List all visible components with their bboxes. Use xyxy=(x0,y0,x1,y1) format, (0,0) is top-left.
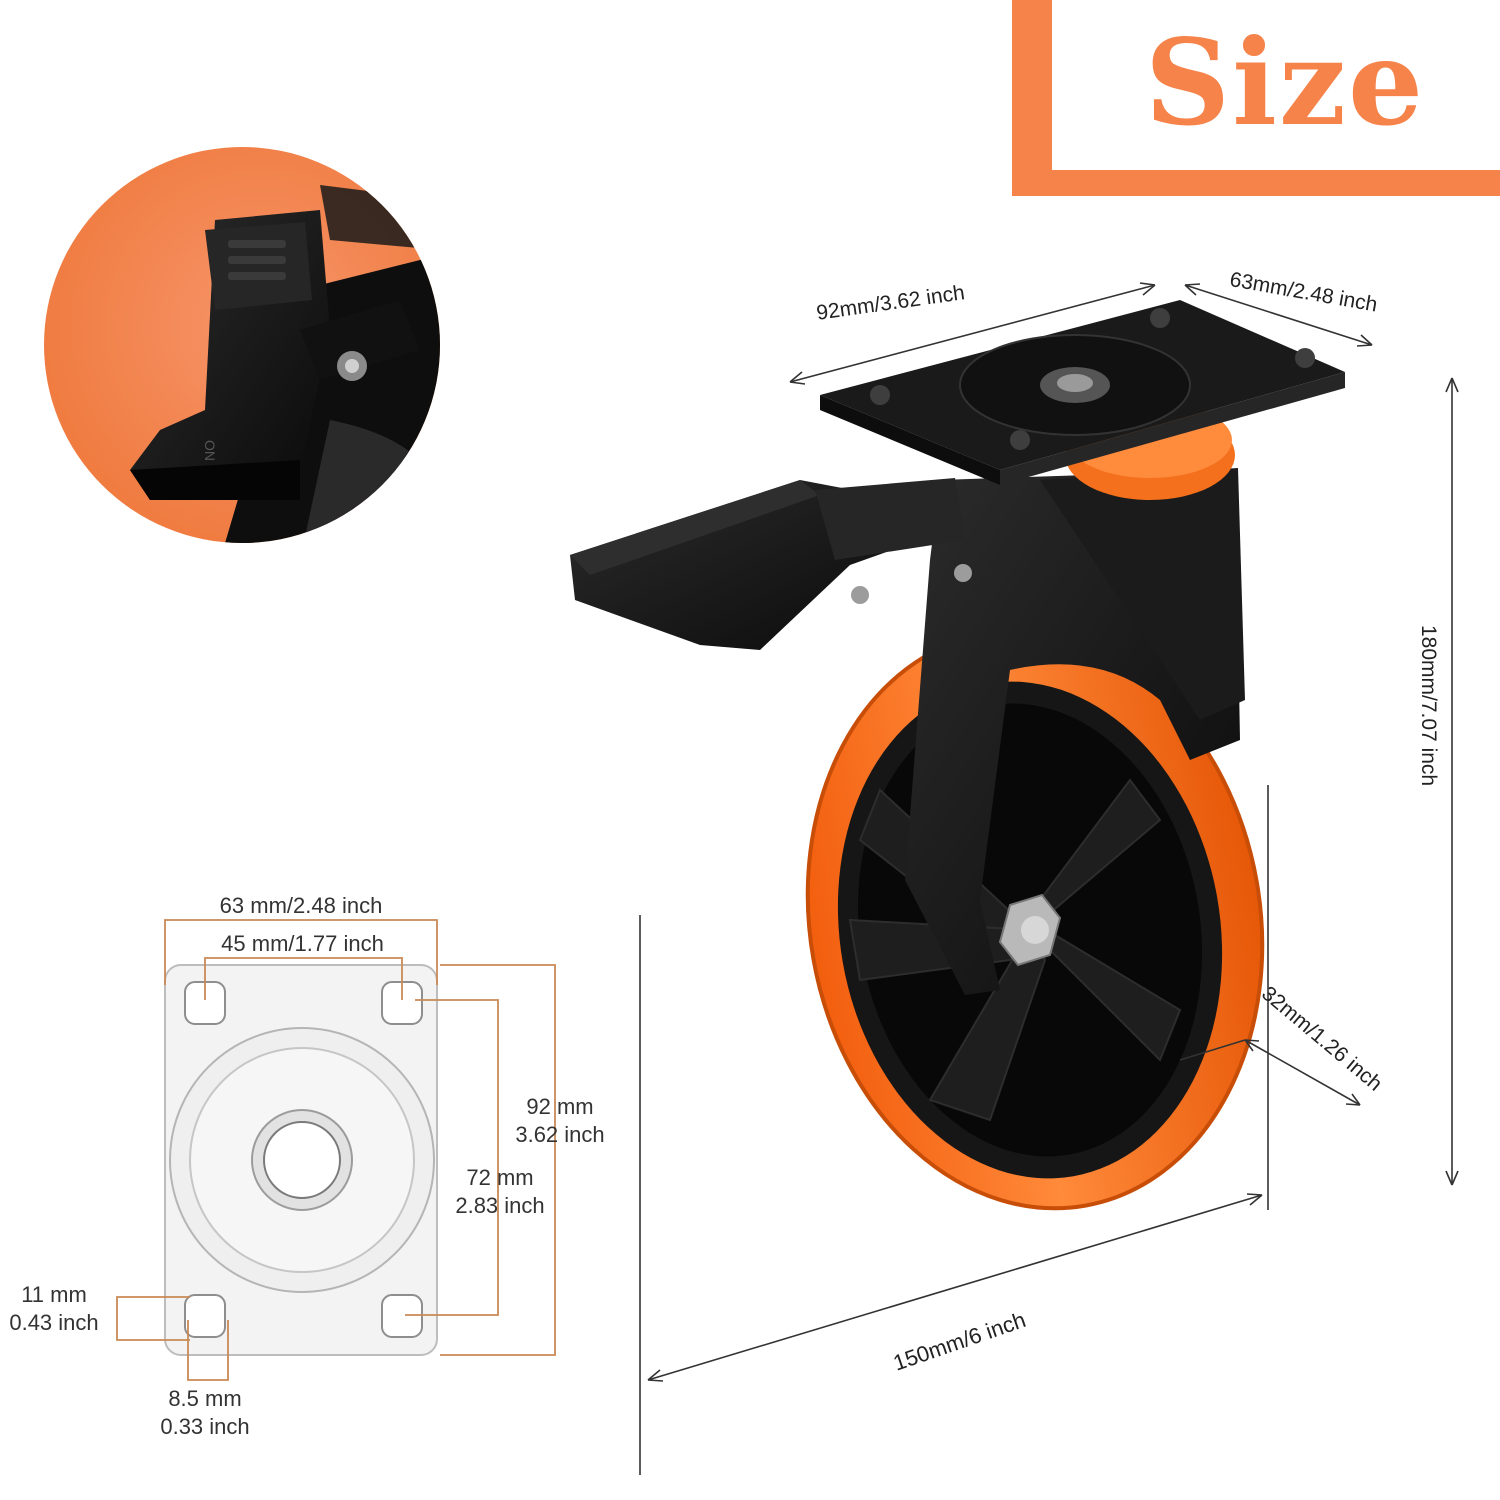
page-title: Size xyxy=(1144,13,1426,152)
hole-length-in-label: 0.43 inch xyxy=(9,1310,99,1335)
plate-outer-width-label: 63 mm/2.48 inch xyxy=(219,893,383,918)
hole-width-in-label: 0.33 inch xyxy=(160,1414,250,1439)
plate-hole-spacing-length-in-label: 2.83 inch xyxy=(455,1193,545,1218)
plate-hole-spacing-length-mm-label: 72 mm xyxy=(466,1165,534,1190)
plate-hole-spacing-width-label: 45 mm/1.77 inch xyxy=(221,931,384,956)
caster-wheel-icon xyxy=(570,300,1345,1211)
svg-text:ON: ON xyxy=(202,440,218,461)
total-height-label: 180mm/7.07 inch xyxy=(1417,625,1440,787)
plate-dimension-lines xyxy=(116,919,556,1381)
caster-dimension-lines xyxy=(639,282,1459,1475)
plate-outer-length-in-label: 3.62 inch xyxy=(515,1122,605,1147)
hole-width-mm-label: 8.5 mm xyxy=(168,1386,242,1411)
plate-outer-length-mm-label: 92 mm xyxy=(526,1094,594,1119)
brake-closeup-icon: ON xyxy=(44,147,440,543)
title-banner-inner xyxy=(1052,0,1500,170)
mounting-plate-diagram xyxy=(164,964,438,1356)
hole-length-mm-label: 11 mm xyxy=(21,1282,87,1307)
